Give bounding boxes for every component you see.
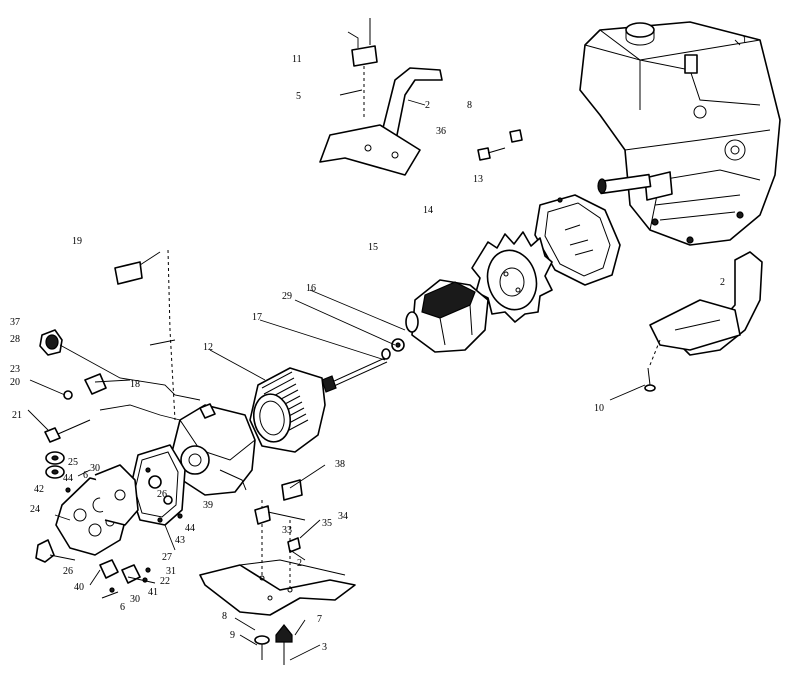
callout-43: 43 (175, 535, 185, 546)
callout-37: 37 (10, 317, 20, 328)
leader-lines (27, 39, 741, 661)
callout-38: 38 (335, 459, 345, 470)
callout-13: 13 (473, 174, 483, 185)
callout-21: 21 (12, 410, 22, 421)
callout-23: 23 (10, 364, 20, 375)
end-bell-housing (171, 403, 256, 496)
callout-2: 2 (425, 100, 430, 111)
callout-26: 26 (63, 566, 73, 577)
callout-36: 36 (436, 126, 446, 137)
callout-1: 1 (742, 35, 747, 46)
callout-25: 25 (68, 457, 78, 468)
callout-6: 6 (120, 602, 125, 613)
callout-9: 9 (230, 630, 235, 641)
callout-28: 28 (10, 334, 20, 345)
callout-17: 17 (252, 312, 262, 323)
callout-8: 8 (222, 611, 227, 622)
callout-26: 26 (157, 489, 167, 500)
clip-bracket (114, 249, 176, 421)
callout-44: 44 (63, 473, 73, 484)
callout-34: 34 (338, 511, 348, 522)
small-hardware-left (35, 329, 183, 599)
through-bolt (321, 348, 391, 393)
callout-labels: 1 2 2 2 3 5 6 6 7 8 8 9 10 11 12 13 14 1… (10, 35, 747, 653)
callout-2: 2 (720, 277, 725, 288)
callout-14: 14 (423, 205, 433, 216)
callout-30: 30 (130, 594, 140, 605)
callout-19: 19 (72, 236, 82, 247)
callout-3: 3 (322, 642, 327, 653)
lower-mounting-bracket (199, 479, 356, 616)
callout-35: 35 (322, 518, 332, 529)
callout-39: 39 (203, 500, 213, 511)
callout-12: 12 (203, 342, 213, 353)
callout-18: 18 (130, 379, 140, 390)
callout-15: 15 (368, 242, 378, 253)
wiring-leads (59, 339, 201, 421)
callout-30: 30 (90, 463, 100, 474)
callout-41: 41 (148, 587, 158, 598)
callout-8: 8 (467, 100, 472, 111)
terminal-plate-rear (94, 464, 139, 526)
rotor-bearing-assembly (391, 279, 489, 353)
upper-mounting-bracket (319, 67, 443, 176)
stator (249, 367, 326, 453)
callout-10: 10 (594, 403, 604, 414)
callout-24: 24 (30, 504, 40, 515)
callout-22: 22 (160, 576, 170, 587)
callout-20: 20 (10, 377, 20, 388)
bracket-screw-right (644, 339, 661, 392)
callout-6: 6 (83, 470, 88, 481)
callout-42: 42 (34, 484, 44, 495)
bracket-hardware-top (339, 18, 378, 120)
callout-33: 33 (282, 525, 292, 536)
callout-27: 27 (162, 552, 172, 563)
brush-holder-plate (129, 444, 186, 526)
callout-31: 31 (166, 566, 176, 577)
fan-impeller (471, 231, 553, 323)
callout-29: 29 (282, 291, 292, 302)
callout-2: 2 (297, 558, 302, 569)
engine (579, 21, 781, 246)
callout-11: 11 (292, 54, 302, 65)
mounting-feet (254, 624, 293, 665)
right-mounting-bracket (649, 251, 763, 356)
screw-and-nut (477, 129, 523, 161)
callout-40: 40 (74, 582, 84, 593)
callout-44: 44 (185, 523, 195, 534)
callout-5: 5 (296, 91, 301, 102)
callout-7: 7 (317, 614, 322, 625)
callout-16: 16 (306, 283, 316, 294)
